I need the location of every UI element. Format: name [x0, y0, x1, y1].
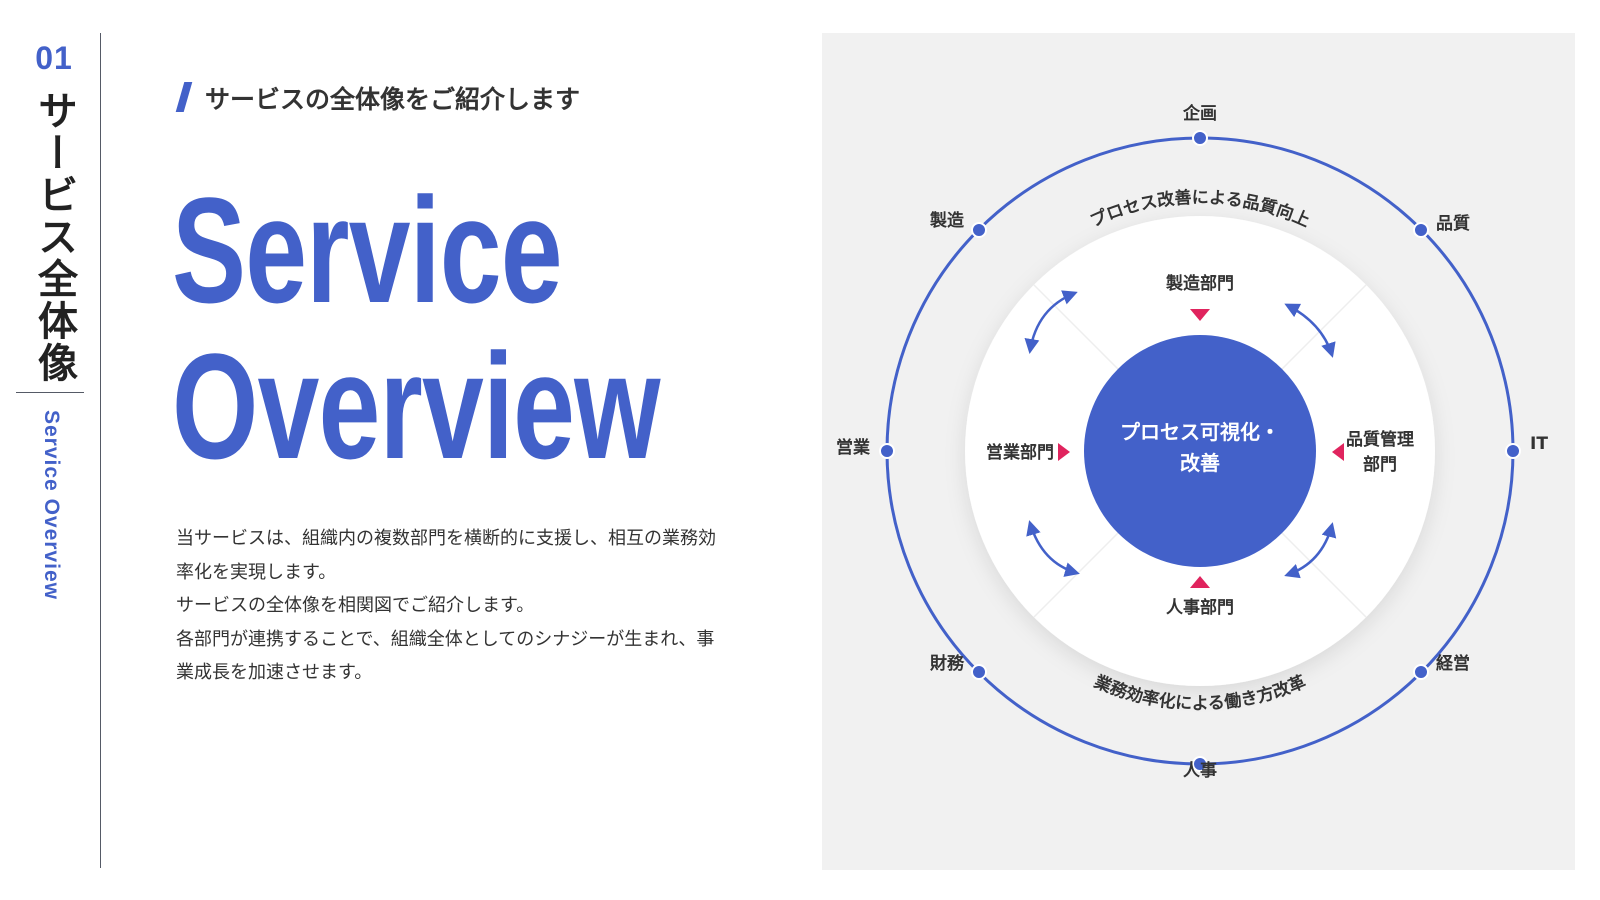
outer-node-dots: [879, 130, 1521, 772]
description-text: 当サービスは、組織内の複数部門を横断的に支援し、相互の業務効 率化を実現します。…: [176, 522, 796, 690]
node-label-bottom-left: 財務: [929, 653, 965, 674]
center-label-line-2: 改善: [1180, 451, 1220, 475]
dept-label-bottom: 人事部門: [1166, 597, 1234, 618]
page-subtitle: サービスの全体像をご紹介します: [205, 85, 581, 114]
dept-label-left: 営業部門: [986, 442, 1054, 463]
double-arrow-icon: [1284, 522, 1337, 579]
node-label-top: 企画: [1182, 103, 1217, 124]
slash-accent: [175, 82, 193, 112]
node-label-top-right: 品質: [1436, 213, 1470, 234]
dept-label-right-line-2: 部門: [1363, 454, 1397, 475]
diagram-panel: プロセス可視化・ 改善 製造部門 営業部門 品質管理 部門 人事部門 プロセス改…: [822, 33, 1575, 870]
hero-line-1: Service: [172, 166, 563, 334]
description-line: 業成長を加速させます。: [176, 662, 373, 683]
description-line: 各部門が連携することで、組織全体としてのシナジーが生まれ、事: [176, 628, 715, 650]
relationship-diagram: プロセス可視化・ 改善 製造部門 営業部門 品質管理 部門 人事部門 プロセス改…: [836, 103, 1548, 781]
dept-label-top: 製造部門: [1165, 273, 1234, 294]
hero-line-2: Overview: [172, 322, 660, 490]
pointer-down-icon: [1190, 309, 1210, 321]
node-label-right: IT: [1530, 434, 1548, 454]
pointer-right-icon: [1058, 443, 1070, 461]
center-label-line-1: プロセス可視化・: [1120, 420, 1280, 444]
rail-separator: [16, 392, 84, 393]
hero-title: Service Overview: [172, 166, 660, 490]
description-line: 当サービスは、組織内の複数部門を横断的に支援し、相互の業務効: [176, 528, 716, 549]
double-arrow-icon: [1284, 303, 1336, 358]
section-title-jp: サービス全体像: [31, 90, 77, 384]
dept-label-right-line-1: 品質管理: [1346, 429, 1414, 450]
node-label-bottom: 人事: [1183, 761, 1217, 781]
node-label-bottom-right: 経営: [1436, 653, 1470, 674]
description-line: サービスの全体像を相関図でご紹介します。: [176, 595, 535, 616]
node-label-left: 営業: [836, 437, 870, 458]
double-arrow-icon: [1024, 290, 1078, 354]
pointer-up-icon: [1190, 576, 1210, 588]
node-label-top-left: 製造: [929, 210, 965, 231]
rail-divider-line: [100, 33, 101, 868]
section-title-en: Service Overview: [40, 410, 63, 600]
pointer-left-icon: [1332, 443, 1344, 461]
description-line: 率化を実現します。: [176, 561, 337, 583]
double-arrow-icon: [1026, 520, 1080, 577]
section-number: 01: [35, 40, 73, 76]
center-circle: [1084, 335, 1316, 567]
